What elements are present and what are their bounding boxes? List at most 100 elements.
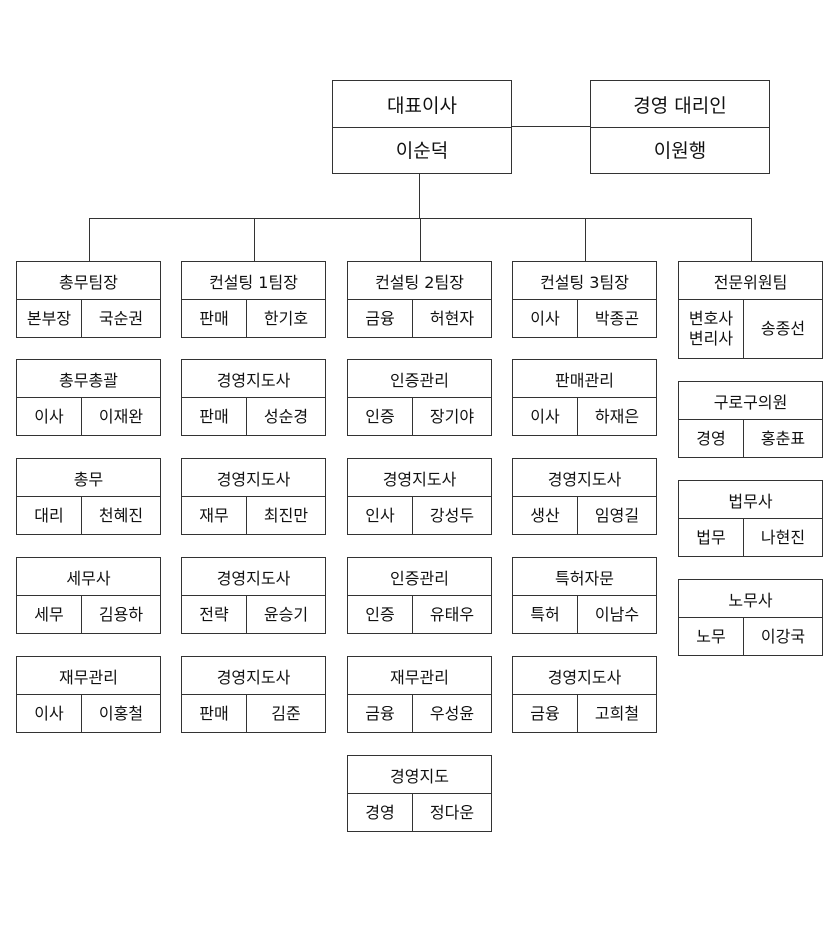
org-box: 특허자문 특허 이남수	[512, 557, 657, 634]
position-title: 재무관리	[17, 657, 160, 695]
role-cell: 판매	[182, 695, 247, 732]
role-cell: 경영	[348, 794, 413, 831]
role-cell: 이사	[17, 398, 82, 435]
org-box: 총무총괄 이사 이재완	[16, 359, 161, 436]
org-box: 경영지도사 전략 윤승기	[181, 557, 326, 634]
name-cell: 천혜진	[98, 505, 144, 525]
name-cell: 윤승기	[263, 604, 309, 624]
role-cell: 금융	[348, 300, 413, 337]
name-cell: 최진만	[263, 505, 309, 525]
role-cell: 본부장	[17, 300, 82, 337]
org-box: 법무사 법무 나현진	[678, 480, 823, 557]
role-cell: 인증	[348, 398, 413, 435]
position-title: 컨설팅 1팀장	[182, 262, 325, 300]
org-box: 경영지도사 금융 고희철	[512, 656, 657, 733]
org-box: 경영지도사 판매 김준	[181, 656, 326, 733]
position-title: 경영지도사	[182, 360, 325, 398]
position-title: 경영지도사	[513, 459, 656, 497]
role-cell: 이사	[513, 300, 578, 337]
connector-line	[511, 126, 591, 127]
org-box: 인증관리 인증 장기야	[347, 359, 492, 436]
connector-line	[585, 218, 586, 261]
position-title: 컨설팅 2팀장	[348, 262, 491, 300]
position-title: 총무	[17, 459, 160, 497]
name-cell: 이홍철	[98, 703, 144, 723]
role-cell: 경영	[679, 420, 744, 457]
position-title: 재무관리	[348, 657, 491, 695]
position-title: 경영지도사	[182, 558, 325, 596]
name-cell: 우성윤	[429, 703, 475, 723]
connector-line	[89, 218, 90, 261]
org-box: 세무사 세무 김용하	[16, 557, 161, 634]
connector-line	[419, 173, 420, 218]
name-cell: 이남수	[594, 604, 640, 624]
role-cell: 금융	[513, 695, 578, 732]
org-box: 구로구의원 경영 홍춘표	[678, 381, 823, 458]
role-cell: 특허	[513, 596, 578, 633]
name-cell: 임영길	[594, 505, 640, 525]
org-box: 총무팀장 본부장 국순권	[16, 261, 161, 338]
ceo-name: 이순덕	[395, 139, 449, 162]
position-title: 판매관리	[513, 360, 656, 398]
position-title: 노무사	[679, 580, 822, 618]
org-box: 컨설팅 2팀장 금융 허현자	[347, 261, 492, 338]
position-title: 경영지도사	[182, 459, 325, 497]
name-cell: 허현자	[429, 308, 475, 328]
position-title: 전문위원팀	[679, 262, 822, 300]
position-title: 경영지도	[348, 756, 491, 794]
position-title: 경영지도사	[513, 657, 656, 695]
role-cell: 변호사 변리사	[679, 300, 744, 358]
org-box: 경영지도사 재무 최진만	[181, 458, 326, 535]
role-cell: 이사	[17, 695, 82, 732]
position-title: 총무총괄	[17, 360, 160, 398]
name-cell: 한기호	[263, 308, 309, 328]
name-cell: 성순경	[263, 406, 309, 426]
position-title: 인증관리	[348, 360, 491, 398]
org-box: 경영지도 경영 정다운	[347, 755, 492, 832]
name-cell: 이재완	[98, 406, 144, 426]
org-box: 노무사 노무 이강국	[678, 579, 823, 656]
name-cell: 김준	[271, 703, 301, 723]
name-cell: 이강국	[760, 626, 806, 646]
position-title: 세무사	[17, 558, 160, 596]
role-cell: 판매	[182, 398, 247, 435]
org-box: 재무관리 이사 이홍철	[16, 656, 161, 733]
agent-name: 이원행	[653, 139, 707, 162]
role-cell: 세무	[17, 596, 82, 633]
role-cell: 법무	[679, 519, 744, 556]
org-box: 컨설팅 3팀장 이사 박종곤	[512, 261, 657, 338]
role-cell: 이사	[513, 398, 578, 435]
name-cell: 고희철	[594, 703, 640, 723]
name-cell: 하재은	[594, 406, 640, 426]
role-cell: 재무	[182, 497, 247, 534]
org-box: 경영지도사 생산 임영길	[512, 458, 657, 535]
role-cell: 전략	[182, 596, 247, 633]
name-cell: 유태우	[429, 604, 475, 624]
name-cell: 나현진	[760, 527, 806, 547]
org-box: 경영지도사 인사 강성두	[347, 458, 492, 535]
org-box: 재무관리 금융 우성윤	[347, 656, 492, 733]
connector-line	[751, 218, 752, 261]
role-cell: 인증	[348, 596, 413, 633]
role-cell: 판매	[182, 300, 247, 337]
position-title: 구로구의원	[679, 382, 822, 420]
name-cell: 김용하	[98, 604, 144, 624]
org-box: 판매관리 이사 하재은	[512, 359, 657, 436]
org-box: 컨설팅 1팀장 판매 한기호	[181, 261, 326, 338]
ceo-box: 대표이사 이순덕	[332, 80, 512, 174]
org-box: 전문위원팀 변호사 변리사 송종선	[678, 261, 823, 359]
role-cell: 금융	[348, 695, 413, 732]
name-cell: 송종선	[760, 319, 806, 338]
ceo-title: 대표이사	[333, 81, 511, 128]
role-cell: 인사	[348, 497, 413, 534]
position-title: 컨설팅 3팀장	[513, 262, 656, 300]
role-cell: 생산	[513, 497, 578, 534]
role-cell: 노무	[679, 618, 744, 655]
name-cell: 정다운	[429, 802, 475, 822]
position-title: 특허자문	[513, 558, 656, 596]
position-title: 경영지도사	[182, 657, 325, 695]
name-cell: 장기야	[429, 406, 475, 426]
agent-box: 경영 대리인 이원행	[590, 80, 770, 174]
position-title: 경영지도사	[348, 459, 491, 497]
